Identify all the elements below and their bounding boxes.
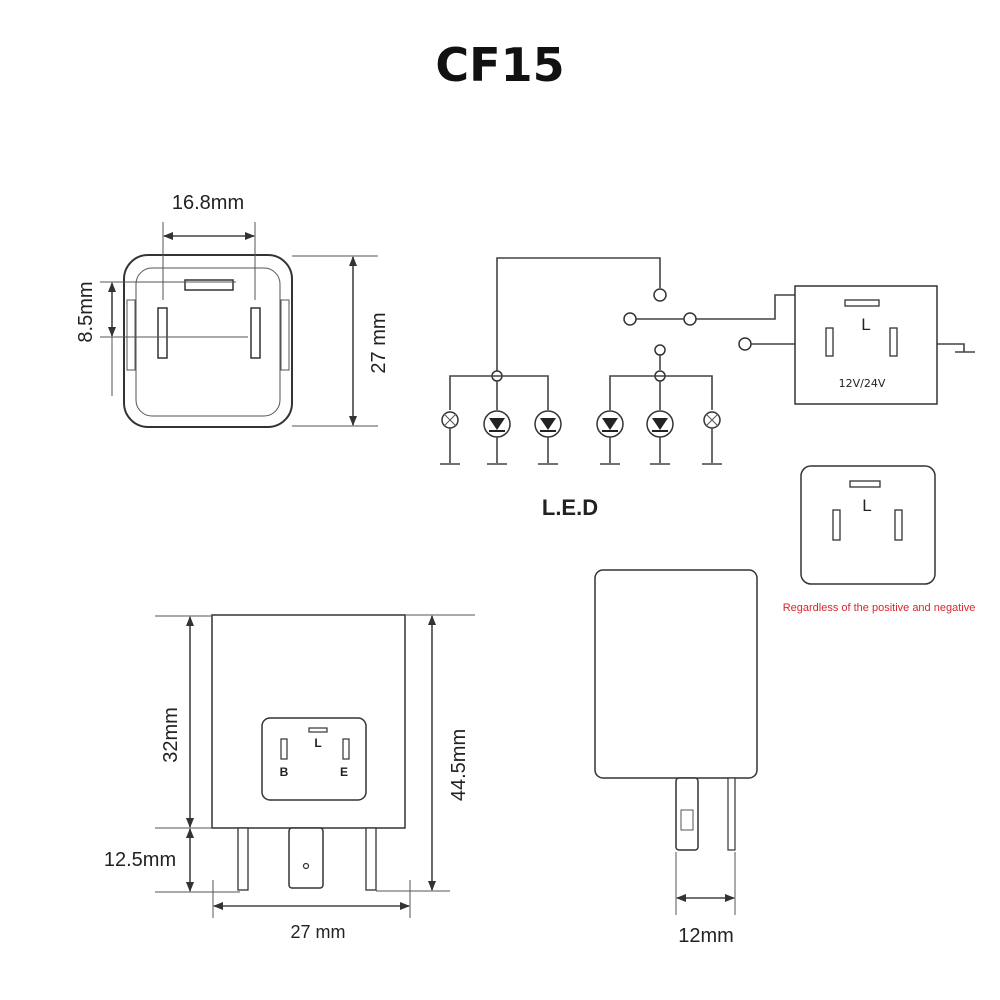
left-bulb-icon (441, 411, 459, 429)
side-depth-label: 12mm (678, 925, 734, 947)
front-connector (261, 717, 367, 801)
socket-view: L Regardless of the positive and negativ… (783, 465, 976, 614)
switch-contact-bottom (654, 344, 666, 356)
diagram-title: CF15 (435, 38, 565, 92)
top-view-pin-e (250, 307, 261, 359)
right-led-1-icon (596, 410, 624, 438)
front-body-height-label: 32mm (160, 707, 182, 763)
left-led-1-icon (483, 410, 511, 438)
top-view-side-clip (280, 299, 290, 371)
front-terminal-e (365, 827, 377, 891)
relay-voltage-label: 12V/24V (839, 377, 886, 390)
top-view-inner-outline (135, 267, 281, 417)
right-led-2-icon (646, 410, 674, 438)
switch-contact-left (623, 312, 637, 326)
left-bank-bus (449, 375, 549, 410)
side-terminal (675, 777, 699, 851)
front-total-height-label: 44.5mm (448, 729, 470, 801)
top-height-label: 27 mm (368, 312, 390, 373)
switch-contact-right (683, 312, 697, 326)
right-bulb-icon (703, 411, 721, 429)
circuit-top-wire (496, 257, 661, 372)
front-width-label: 27 mm (290, 922, 345, 942)
socket-note: Regardless of the positive and negative (783, 602, 976, 614)
led-label: L.E.D (542, 495, 598, 520)
left-led-2-icon (534, 410, 562, 438)
socket-pin-e (894, 509, 903, 541)
top-view-pin-b (157, 307, 168, 359)
relay-pin-l (844, 299, 880, 307)
relay-feed-wire (696, 294, 795, 320)
relay-pin-e (889, 327, 898, 357)
relay-pin-l-label: L (861, 315, 870, 334)
side-view: 12mm (594, 569, 758, 947)
switch-contact-top (653, 288, 667, 302)
side-terminal-back (727, 777, 736, 851)
front-pin-l (308, 727, 328, 733)
side-body (594, 569, 758, 779)
right-bank-bus (609, 375, 713, 410)
socket-outline (800, 465, 936, 585)
front-pin-length-label: 12.5mm (104, 849, 176, 871)
socket-pin-b (832, 509, 841, 541)
top-view-outline (123, 254, 293, 428)
side-terminal-hole (680, 809, 694, 831)
top-width-label: 16.8mm (172, 192, 244, 214)
front-pin-b-label: B (280, 765, 289, 779)
front-view: L B E 32mm 12.5mm 44.5mm (104, 614, 475, 942)
top-view-pin-l (184, 279, 234, 291)
front-terminal-l (288, 827, 324, 889)
relay-ground-wire (937, 343, 965, 352)
relay-pin-b (825, 327, 834, 357)
front-pin-e (342, 738, 350, 760)
top-view: 16.8mm 8.5mm 27 mm (75, 192, 390, 428)
front-pin-b (280, 738, 288, 760)
socket-pin-l-label: L (862, 496, 871, 515)
switch-contact-lower (738, 337, 752, 351)
circuit-diagram: L.E.D L 12V/24V (440, 257, 975, 520)
top-view-side-clip-left (126, 299, 136, 371)
front-terminal-b (237, 827, 249, 891)
front-pin-l-label: L (314, 736, 321, 750)
socket-pin-l (849, 480, 881, 488)
front-pin-e-label: E (340, 765, 348, 779)
top-spacing-label: 8.5mm (75, 281, 97, 342)
